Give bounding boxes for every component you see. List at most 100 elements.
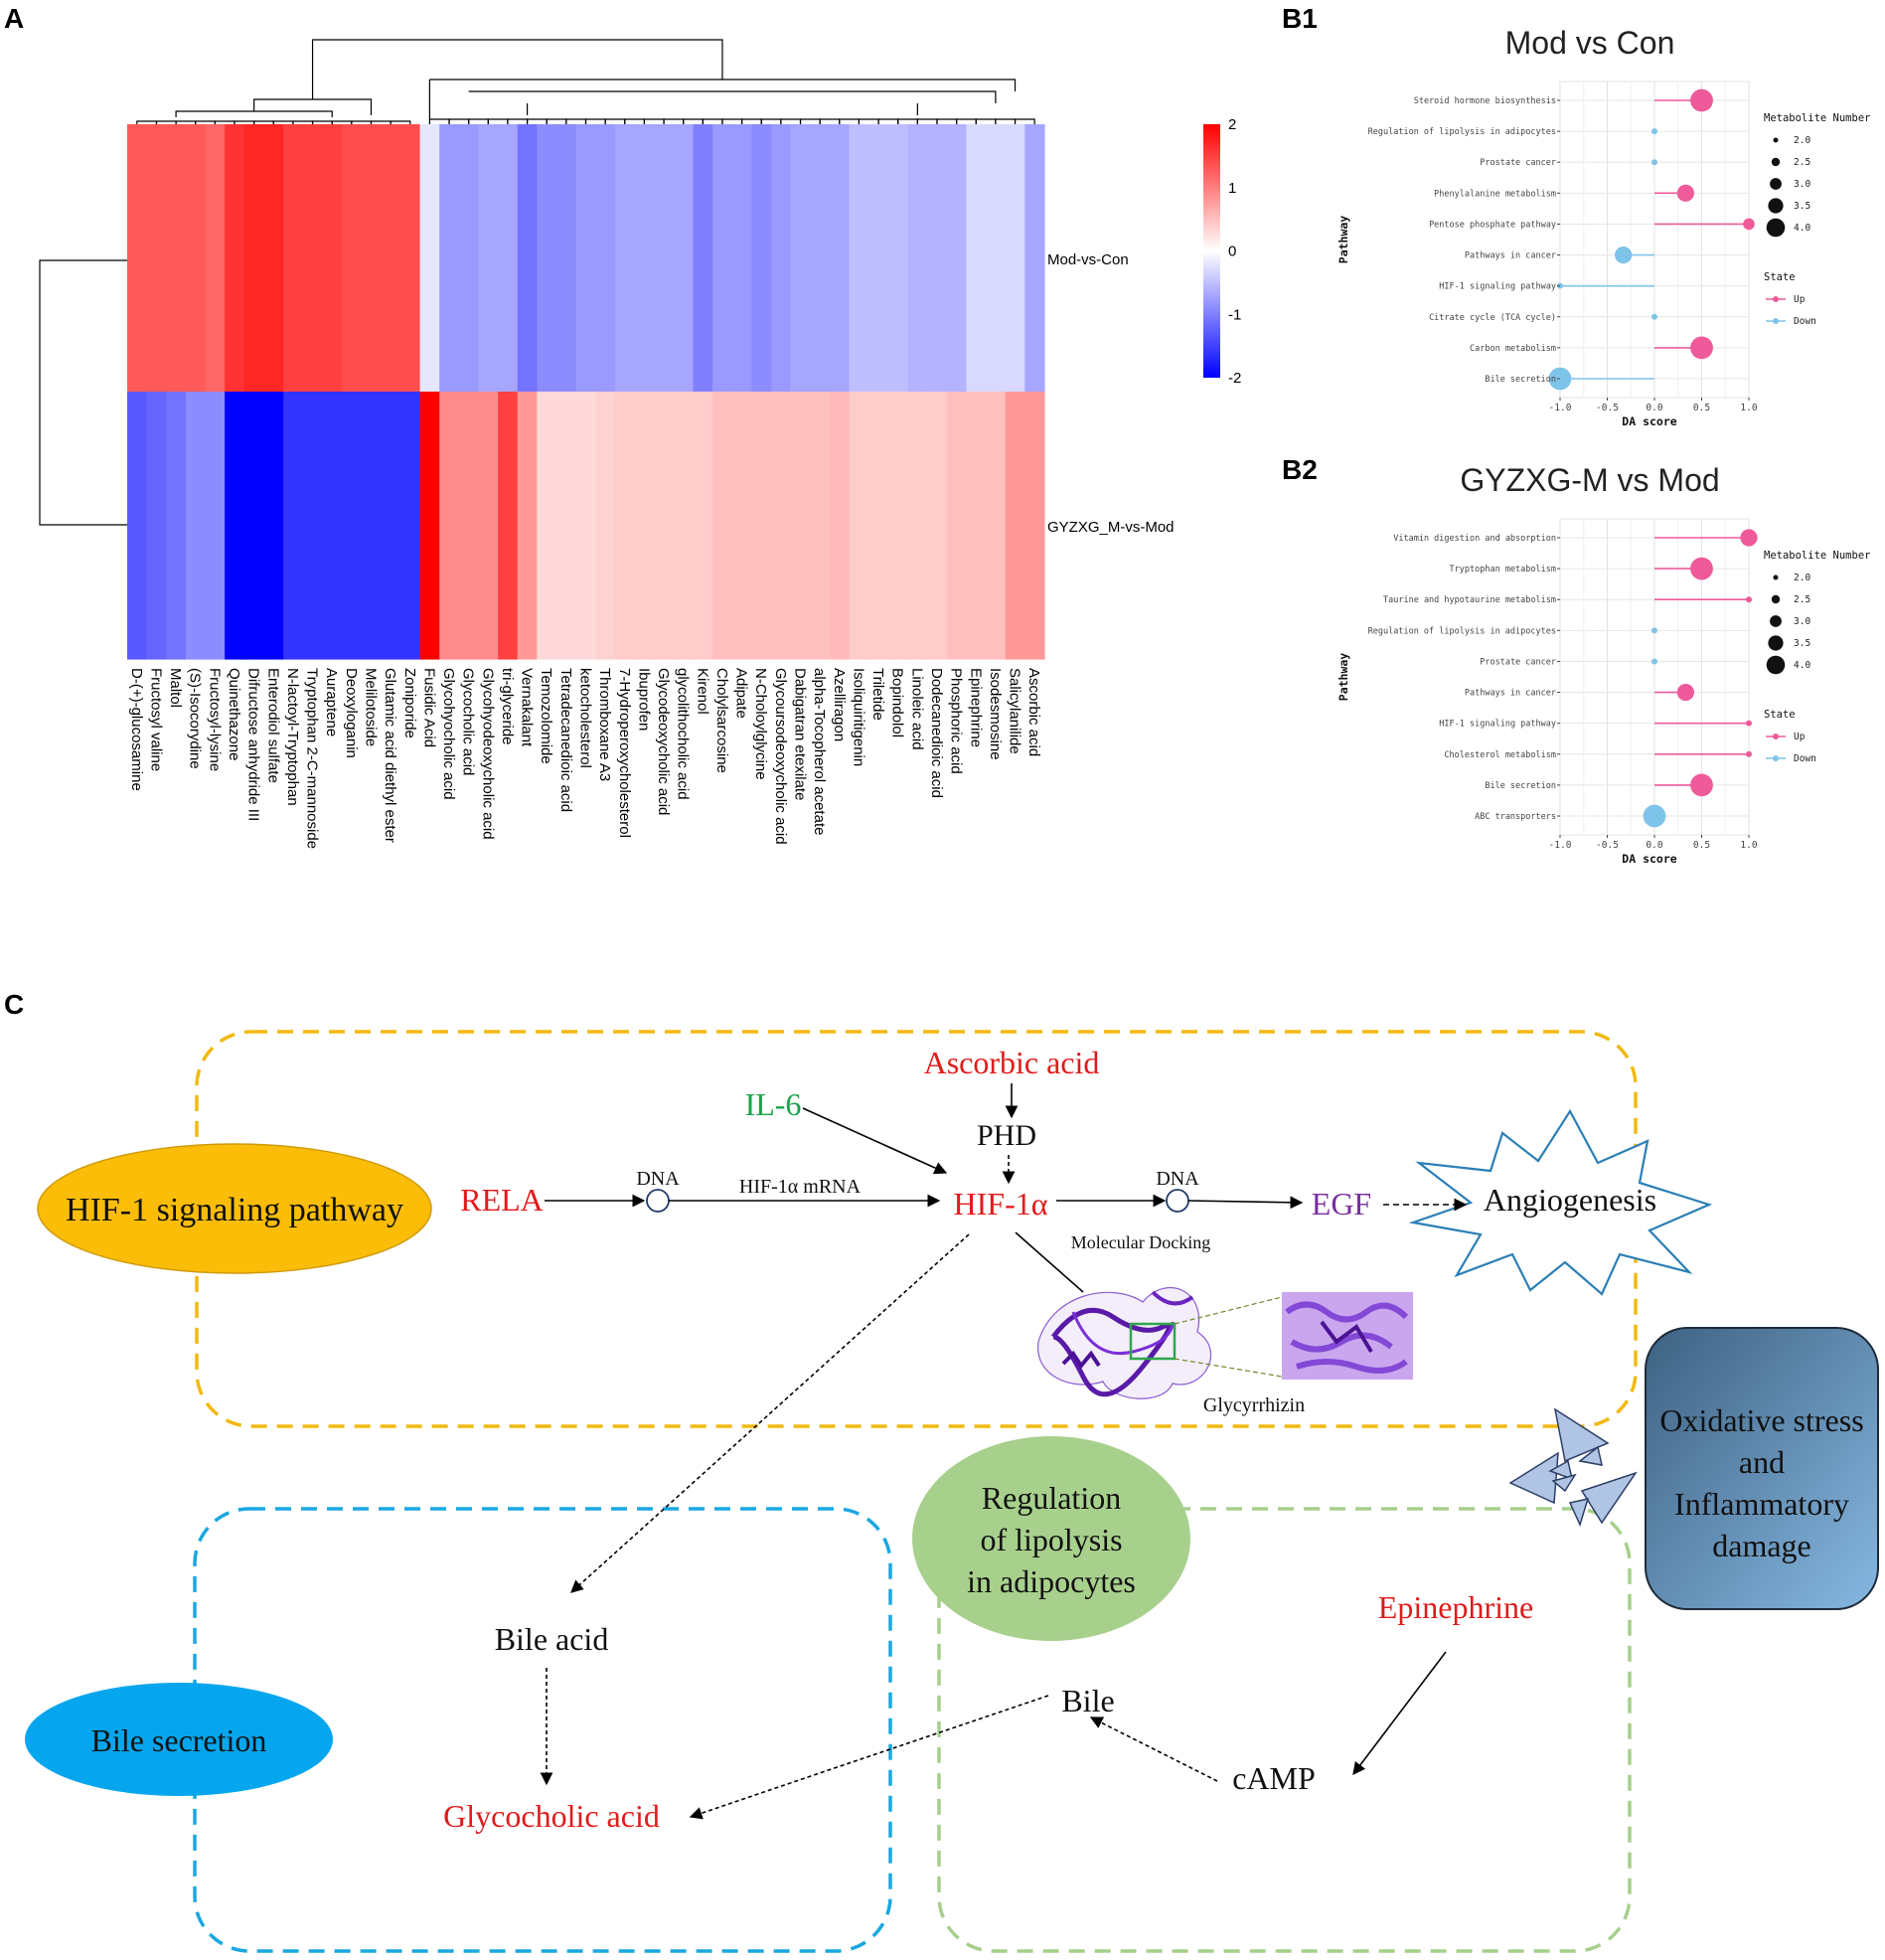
- lollipop-point: [1651, 159, 1657, 166]
- heatmap-cell: [381, 392, 401, 660]
- heatmap-cell: [517, 392, 539, 660]
- heatmap-cell: [712, 392, 733, 660]
- column-label: Cholylsarcosine: [713, 668, 730, 773]
- colorbar-tick-label: 0: [1228, 244, 1236, 260]
- heatmap-cell: [927, 124, 948, 393]
- column-label: Epinephrine: [967, 668, 984, 747]
- heatmap-cell: [498, 392, 519, 660]
- x-tick-label: 1.0: [1740, 403, 1757, 413]
- heatmap-cell: [342, 392, 363, 660]
- legend-state-label: Down: [1794, 753, 1816, 764]
- line-hif-docking: [1015, 1231, 1084, 1293]
- column-label: Glycocholic acid: [460, 668, 477, 775]
- heatmap-cell: [966, 124, 987, 393]
- glycocholic-acid-node: Glycocholic acid: [443, 1798, 660, 1834]
- chart-title: GYZXG-M vs Mod: [1460, 462, 1719, 498]
- legend-size-title: Metabolite Number: [1764, 112, 1870, 124]
- heatmap-cell: [419, 392, 440, 660]
- bile-secretion-label: Bile secretion: [91, 1722, 267, 1758]
- heatmap-cell: [771, 392, 792, 660]
- legend-size-label: 3.0: [1794, 616, 1810, 627]
- lollipop-point: [1651, 128, 1657, 135]
- heatmap-cell: [575, 392, 596, 660]
- epinephrine-node: Epinephrine: [1378, 1589, 1533, 1625]
- hif-pathway-ellipse: [37, 1143, 432, 1274]
- column-label: N-lactoyl-Tryptophan: [284, 668, 301, 806]
- heatmap-cell: [868, 392, 889, 660]
- column-label: Tetradecanedioic acid: [557, 668, 574, 812]
- heatmap-cell: [399, 392, 421, 660]
- pathway-label: HIF-1 signaling pathway: [1439, 282, 1556, 292]
- column-label: Adipate: [733, 668, 750, 719]
- heatmap-cell: [225, 392, 245, 660]
- legend-size-title: Metabolite Number: [1764, 550, 1870, 562]
- heatmap-cell: [439, 124, 460, 393]
- heatmap-cell: [731, 392, 753, 660]
- heatmap-cell: [946, 392, 968, 660]
- heatmap-cell: [342, 124, 363, 393]
- heatmap-cell: [381, 124, 401, 393]
- panel-label-a: A: [4, 3, 24, 34]
- dna-label-1: DNA: [636, 1168, 680, 1190]
- heatmap-cell: [556, 392, 577, 660]
- row-label-mod-vs-con: Mod-vs-Con: [1047, 251, 1129, 268]
- lollipop-point: [1676, 683, 1694, 702]
- lollipop-point: [1690, 88, 1713, 112]
- row-label-gyzxg-vs-mod: GYZXG_M-vs-Mod: [1047, 519, 1175, 536]
- molecular-docking-image: [1037, 1286, 1413, 1399]
- column-label: ketocholesterol: [577, 668, 594, 768]
- x-tick-label: 0.5: [1693, 840, 1710, 851]
- lollipop-point: [1743, 218, 1755, 231]
- column-label: Difructose anhydride III: [245, 668, 262, 821]
- chart-title: Mod vs Con: [1505, 25, 1675, 61]
- oxidative-stress-box: [1645, 1327, 1879, 1610]
- legend-size-label: 4.0: [1794, 223, 1810, 234]
- heatmap-cell: [146, 124, 167, 393]
- pathway-label: Carbon metabolism: [1470, 344, 1556, 354]
- heatmap-cell: [439, 392, 460, 660]
- heatmap-cell: [614, 124, 636, 393]
- heatmap-cell: [1005, 392, 1025, 660]
- panel-label-c: C: [4, 989, 24, 1020]
- glycyrrhizin-label: Glycyrrhizin: [1203, 1394, 1305, 1416]
- heatmap-cell: [654, 124, 675, 393]
- pathway-label: Prostate cancer: [1480, 657, 1556, 667]
- pathway-label: ABC transporters: [1475, 812, 1556, 822]
- panel-label-b2: B2: [1282, 454, 1318, 485]
- heatmap-cell: [887, 124, 909, 393]
- x-tick-label: 0.0: [1646, 840, 1662, 851]
- legend-size-label: 2.0: [1794, 572, 1810, 583]
- heatmap-cell: [185, 124, 207, 393]
- pathway-label: HIF-1 signaling pathway: [1439, 720, 1556, 730]
- heatmap-cell: [243, 124, 265, 393]
- lollipop-point: [1746, 720, 1752, 727]
- x-tick-label: 0.0: [1646, 403, 1662, 413]
- x-tick-label: -0.5: [1596, 403, 1619, 413]
- heatmap-cell: [810, 392, 831, 660]
- heatmap-cell: [166, 392, 187, 660]
- rela-node: RELA: [460, 1182, 544, 1218]
- heatmap-cell: [751, 124, 772, 393]
- heatmap-cell: [771, 124, 792, 393]
- column-label: N-Choloylglycine: [752, 668, 769, 780]
- heatmap-cell: [868, 124, 889, 393]
- column-label: Maltol: [167, 668, 184, 708]
- ascorbic-acid-node: Ascorbic acid: [924, 1045, 1100, 1080]
- column-label: Triletide: [869, 668, 886, 721]
- heatmap-cell: [166, 124, 187, 393]
- legend-size-label: 2.0: [1794, 135, 1810, 146]
- heatmap-cell: [907, 124, 928, 393]
- column-label: Bopindolol: [889, 668, 906, 737]
- arrow-hif-bile-acid: [570, 1233, 970, 1593]
- pathway-label: Cholesterol metabolism: [1444, 750, 1556, 760]
- arrow-bile-glycocholic: [689, 1695, 1049, 1820]
- camp-node: cAMP: [1232, 1760, 1316, 1796]
- legend-size-label: 3.0: [1794, 179, 1810, 190]
- legend-size-label: 2.5: [1794, 157, 1810, 168]
- dna-label-2: DNA: [1156, 1168, 1199, 1190]
- arrow-dna-egf: [1187, 1196, 1304, 1210]
- arrow-il6-hif: [802, 1107, 948, 1175]
- pathway-label: Citrate cycle (TCA cycle): [1429, 313, 1556, 323]
- angiogenesis-starburst: [1408, 1108, 1713, 1296]
